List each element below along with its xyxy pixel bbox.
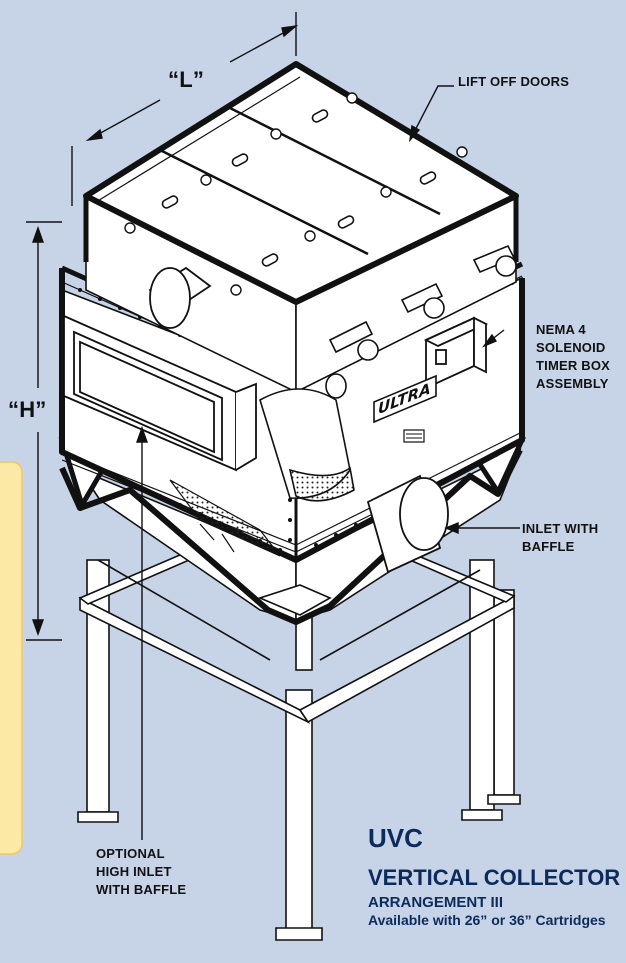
optional-label-line-3: WITH BAFFLE (96, 882, 187, 897)
hopper-baffle (169, 479, 281, 557)
callout-leaders (136, 85, 520, 840)
arrangement-label: ARRANGEMENT III (368, 894, 503, 911)
length-dimension-label: “L” (168, 67, 205, 92)
model-title: UVC (368, 823, 423, 853)
door-clamps (124, 92, 468, 296)
inlet-label-line-1: INLET WITH (522, 521, 599, 536)
front-round-inlet (366, 474, 449, 574)
nema-box (423, 316, 489, 390)
optional-label-line-1: OPTIONAL (96, 846, 165, 861)
leg-bases (487, 794, 521, 805)
optional-high-inlet (63, 314, 257, 472)
door-handles (161, 109, 437, 267)
nema-label-line-1: NEMA 4 (536, 322, 586, 337)
lift-off-doors-label: LIFT OFF DOORS (458, 74, 570, 89)
optional-label-line-2: HIGH INLET (96, 864, 172, 879)
product-name: VERTICAL COLLECTOR (368, 865, 621, 890)
nema-label-line-2: SOLENOID (536, 340, 606, 355)
pulse-pipes (325, 244, 517, 399)
upper-round-inlet (148, 266, 212, 329)
nema-label-line-3: TIMER BOX (536, 358, 611, 373)
nema-label-line-4: ASSEMBLY (536, 376, 609, 391)
availability-note: Available with 26” or 36” Cartridges (368, 912, 606, 928)
side-panel (0, 461, 23, 855)
inlet-baffle-cone (259, 388, 355, 502)
inlet-label-line-2: BAFFLE (522, 539, 575, 554)
dimension-lines (26, 12, 299, 641)
height-dimension-label: “H” (8, 397, 47, 422)
